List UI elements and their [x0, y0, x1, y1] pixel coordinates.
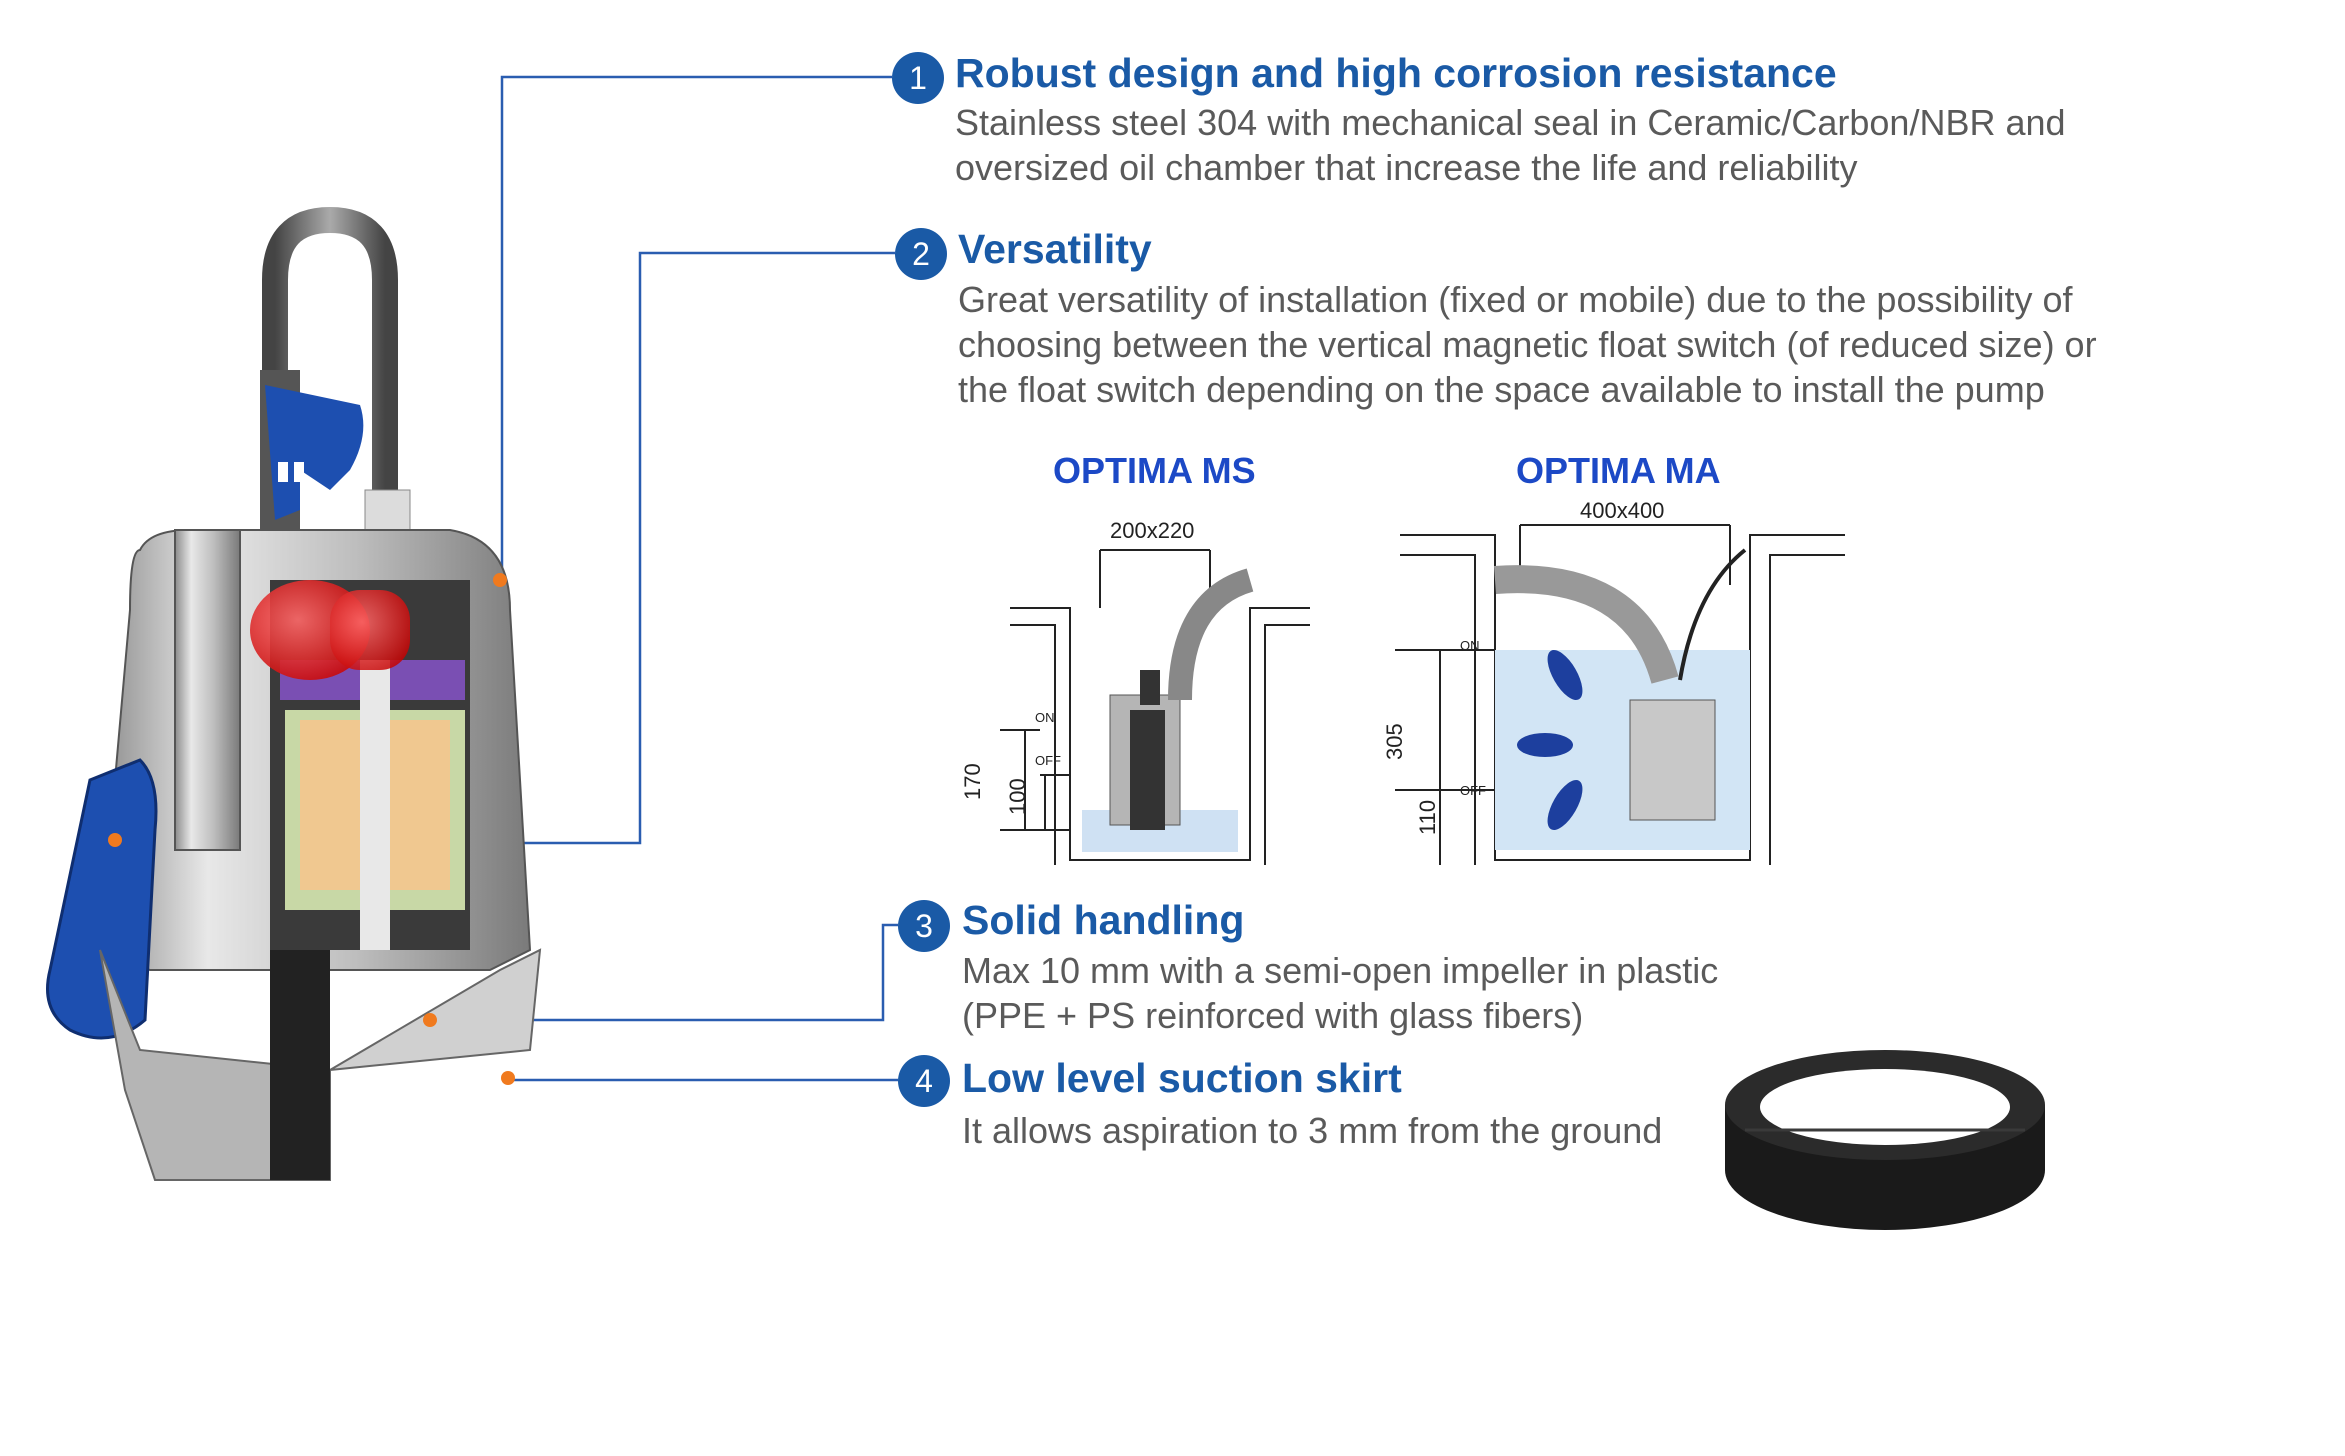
- optima-ms-dim-on: 170: [960, 763, 985, 800]
- optima-ma-installation-diagram: [1395, 524, 1845, 865]
- optima-ms-dim-off: 100: [1005, 778, 1030, 815]
- optima-ma-off-label: OFF: [1460, 783, 1486, 798]
- optima-ma-pit-size: 400x400: [1580, 498, 1665, 523]
- optima-ma-dim-on: 305: [1382, 723, 1407, 760]
- suction-skirt-ring: [1725, 1050, 2045, 1230]
- feature-2-desc-line-2: choosing between the vertical magnetic f…: [958, 324, 2097, 365]
- leader-line-3: [432, 923, 898, 1022]
- optima-ms-off-label: OFF: [1035, 753, 1061, 768]
- feature-4-title: Low level suction skirt: [962, 1055, 1402, 1101]
- feature-2-number-badge: 2: [895, 228, 947, 280]
- feature-2-desc-line-3: the float switch depending on the space …: [958, 369, 2045, 410]
- feature-3-title: Solid handling: [962, 897, 1245, 943]
- feature-4-desc-line-1: It allows aspiration to 3 mm from the gr…: [962, 1110, 1663, 1151]
- optima-ms-installation-diagram: [1000, 549, 1310, 865]
- optima-ma-dim-off: 110: [1415, 799, 1440, 835]
- feature-1-title: Robust design and high corrosion resista…: [955, 50, 1837, 96]
- feature-3-number-badge: 3: [898, 900, 950, 952]
- feature-1-desc-line-2: oversized oil chamber that increase the …: [955, 147, 1858, 188]
- feature-2-title: Versatility: [958, 226, 1152, 272]
- feature-2-desc-line-1: Great versatility of installation (fixed…: [958, 279, 2073, 320]
- optima-ms-pit-size: 200x220: [1110, 518, 1195, 543]
- optima-ma-on-label: ON: [1460, 638, 1480, 653]
- feature-1-desc-line-1: Stainless steel 304 with mechanical seal…: [955, 102, 2066, 143]
- leader-line-1: [500, 75, 892, 580]
- feature-3-desc-line-1: Max 10 mm with a semi-open impeller in p…: [962, 950, 1719, 991]
- feature-4-number-badge: 4: [898, 1055, 950, 1107]
- optima-ms-on-label: ON: [1035, 710, 1055, 725]
- feature-1-number-badge: 1: [892, 52, 944, 104]
- pump-cutaway-illustration: [46, 206, 542, 1181]
- optima-ms-title: OPTIMA MS: [1053, 450, 1256, 491]
- feature-3-desc-line-2: (PPE + PS reinforced with glass fibers): [962, 995, 1584, 1036]
- optima-ma-title: OPTIMA MA: [1516, 450, 1721, 491]
